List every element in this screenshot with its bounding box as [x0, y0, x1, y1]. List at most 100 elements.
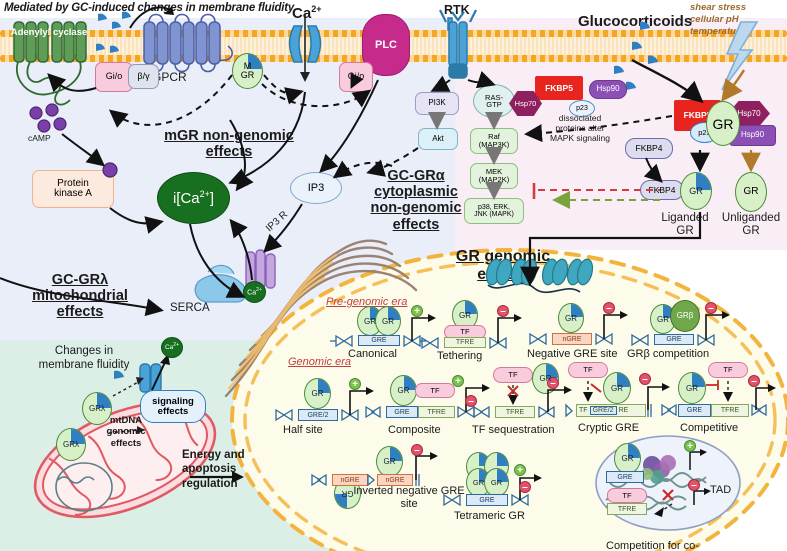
- raf-line1: Raf: [488, 132, 500, 142]
- section-gc-grl-mito-text: GC-GRλ mitochondrial effects: [32, 272, 128, 321]
- tetrameric-plus-badge: +: [514, 464, 526, 476]
- tetrameric-gr-2-cap: [496, 453, 508, 466]
- competitive-gre-label: GRE: [686, 407, 703, 414]
- pi3k-label: PI3K: [428, 98, 446, 108]
- ip3-label: IP3: [307, 181, 325, 194]
- negative-gre-gr: GR: [558, 303, 584, 333]
- mgr-receptor: M GR: [232, 53, 263, 89]
- half-site-label: Half site: [283, 424, 323, 436]
- stressor-line-2: cellular pH: [690, 13, 739, 25]
- plc-label: PLC: [375, 38, 397, 51]
- competitive-gr: GR: [678, 372, 706, 404]
- hsp70-bound-label: Hsp70: [737, 109, 761, 118]
- composite-gre-element: GRE: [386, 406, 418, 418]
- raf-node: Raf (MAP3K): [470, 128, 518, 154]
- tetrameric-gre-element: GRE: [466, 494, 508, 506]
- cofactor-tfre-element: TFRE: [607, 503, 647, 515]
- mek-line1: MEK: [485, 167, 503, 177]
- composite-gre-label: GRE: [394, 408, 410, 416]
- tetrameric-gre-label: GRE: [479, 496, 495, 504]
- grbeta-gr-label: GR: [657, 314, 669, 324]
- cofactor-gre-label: GRE: [617, 473, 633, 481]
- cryptic-gre-gr-cap: [617, 373, 630, 388]
- cofactor-minus-badge: –: [688, 479, 700, 491]
- mgr-label-line2: GR: [240, 70, 255, 80]
- tf-sequestration-gr-label: GR: [539, 374, 552, 383]
- gr-complex-label: GR: [712, 115, 734, 132]
- mapk-line2: JNK (MAPK): [474, 211, 514, 218]
- tf-sequestration-tf: TF: [493, 367, 533, 383]
- energy-apoptosis-label: Energy and apoptosis regulation: [182, 448, 274, 491]
- composite-gr-cap: [403, 376, 416, 390]
- inverted-gre-label-2: nGRE: [385, 476, 405, 484]
- fkbp4-bound: FKBP4: [640, 180, 684, 200]
- canonical-gr-2: GR: [375, 306, 401, 336]
- serca-label: SERCA: [170, 302, 210, 314]
- competitive-minus-badge: –: [748, 375, 760, 387]
- outcome-line2: apoptosis: [182, 463, 237, 476]
- ras-gtp-line2: GTP: [486, 100, 502, 109]
- grlambda-mito-top: GRλ: [82, 392, 112, 425]
- p23-free-label: p23: [576, 105, 588, 112]
- ras-gtp-line1: RAS-: [485, 92, 503, 102]
- gr-chaperone-complex: GR: [706, 101, 740, 146]
- fkbp5-free-label: FKBP5: [545, 82, 573, 93]
- tetrameric-gr-label: Tetrameric GR: [454, 510, 525, 522]
- hsp90-free: Hsp90: [589, 80, 627, 99]
- half-site-plus-badge: +: [349, 378, 361, 390]
- tf-sequestration-tfre-label: TFRE: [505, 408, 525, 416]
- cryptic-gre-composite-element: TF GRE/2 RE: [576, 404, 646, 417]
- cryptic-gre-minus-badge: –: [639, 373, 651, 385]
- era-genomic-label: Genomic era: [288, 356, 351, 368]
- rtk-label: RTK: [444, 3, 470, 17]
- intracellular-calcium-label: i[Ca2+]: [172, 189, 215, 207]
- era-pregenomic-label: Pre-genomic era: [326, 296, 408, 308]
- mek-node: MEK (MAP2K): [470, 163, 518, 189]
- canonical-gre-element: GRE: [358, 335, 400, 346]
- canonical-gr-2-label: GR: [382, 316, 394, 326]
- pka-label-line2: kinase A: [54, 188, 92, 199]
- fkbp5-free: FKBP5: [535, 76, 583, 100]
- section-gr-genomic: GR genomic effects: [438, 248, 568, 284]
- mapk-line1: p38, ERK,: [478, 203, 510, 211]
- inverted-gre-minus-badge: –: [411, 444, 423, 456]
- dissociated-note-line3: MAPK signaling: [549, 133, 610, 144]
- cofactor-tfre-label: TFRE: [617, 505, 637, 513]
- cryptic-gre-gr: GR: [603, 372, 631, 404]
- liganded-gr-line2: GR: [676, 224, 694, 237]
- grbeta-gre-element: GRE: [654, 334, 694, 345]
- gio-left-label: Gi/o: [105, 71, 123, 82]
- tf-sequestration-tfre-element: TFRE: [495, 406, 535, 418]
- mapk-node: p38, ERK, JNK (MAPK): [464, 198, 524, 224]
- beta-gamma-label: β/γ: [137, 70, 150, 81]
- composite-plus-badge: +: [452, 375, 464, 387]
- pka-label-line1: Protein: [57, 177, 89, 189]
- negative-gre-label-inner: nGRE: [562, 335, 582, 343]
- unliganded-gr-inner-label: GR: [743, 186, 759, 197]
- grbeta-gre-label: GRE: [666, 336, 682, 343]
- akt-node: Akt: [418, 128, 458, 150]
- plc-enzyme: PLC: [362, 14, 410, 76]
- negative-gre-minus-badge: –: [603, 302, 615, 314]
- tetrameric-gr-4-cap: [496, 469, 508, 482]
- negative-gre-gr-label: GR: [565, 313, 577, 323]
- tethering-minus-badge: –: [497, 305, 509, 317]
- negative-gre-element: nGRE: [552, 333, 592, 345]
- pi3k-node: PI3K: [415, 92, 459, 115]
- fkbp4-free-label: FKBP4: [635, 143, 663, 154]
- liganded-gr-ligand-cap: [696, 173, 711, 191]
- grlambda-top-label: GRλ: [89, 404, 105, 413]
- cryptic-gre-tf-label: TF: [583, 365, 593, 375]
- fkbp4-bound-label: FKBP4: [648, 184, 676, 195]
- tethering-gr-cap: [465, 301, 477, 315]
- tethering-tf-label: TF: [460, 327, 470, 337]
- canonical-plus-badge: +: [411, 305, 423, 317]
- inverted-gre-element-1: nGRE: [332, 474, 368, 486]
- dissociated-proteins-note: dissociated proteins alter MAPK signalin…: [534, 113, 626, 144]
- composite-tfre-element: TFRE: [418, 406, 455, 418]
- tf-sequestration-label: TF sequestration: [472, 424, 555, 436]
- competitive-gre-element: GRE: [678, 404, 711, 417]
- calcium-mito-label: Ca2+: [164, 342, 179, 352]
- section-mgr-nongenomic: mGR non-genomic effects: [163, 128, 295, 160]
- tf-sequestration-gr-cap: [545, 364, 558, 378]
